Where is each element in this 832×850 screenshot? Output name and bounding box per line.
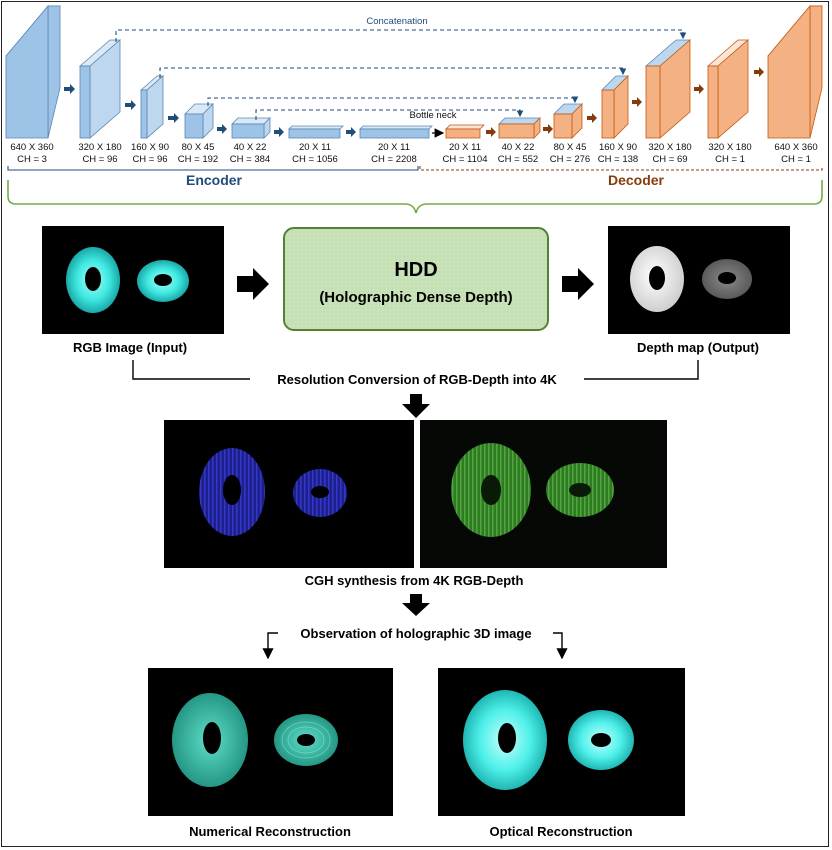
- svg-text:CH = 276: CH = 276: [550, 154, 590, 165]
- rgb-input-image: [42, 226, 224, 334]
- encoder-block-3: [139, 75, 165, 139]
- optical-reconstruction-image: [438, 668, 685, 816]
- network-bracket: [7, 180, 823, 214]
- depth-output-image: [608, 226, 790, 334]
- observation-connector-right: [553, 632, 568, 660]
- svg-text:CH = 1104: CH = 1104: [443, 154, 488, 165]
- arrow-to-hdd: [237, 268, 269, 300]
- svg-text:CH = 192: CH = 192: [178, 154, 218, 165]
- svg-text:320 X 180: 320 X 180: [648, 142, 691, 153]
- concatenation-label: Concatenation: [366, 16, 427, 27]
- cgh-blue-image: [164, 420, 414, 568]
- svg-text:CH = 69: CH = 69: [652, 154, 687, 165]
- decoder-block-4: [601, 75, 629, 139]
- svg-text:CH = 3: CH = 3: [17, 154, 47, 165]
- svg-text:80 X 45: 80 X 45: [554, 142, 587, 153]
- encoder-dimension-labels: 640 X 360 CH = 3 320 X 180 CH = 96 160 X…: [10, 142, 417, 165]
- resolution-connector-right: [584, 360, 699, 380]
- decoder-block-2: [498, 117, 541, 139]
- svg-text:CH = 1: CH = 1: [715, 154, 745, 165]
- encoder-block-7: [359, 125, 433, 139]
- svg-text:320 X 180: 320 X 180: [708, 142, 751, 153]
- numerical-reconstruction-image: [148, 668, 393, 816]
- skip-connections: [115, 29, 687, 120]
- svg-text:160 X 90: 160 X 90: [131, 142, 169, 153]
- observation-connector-left: [262, 632, 278, 660]
- svg-text:CH = 1: CH = 1: [781, 154, 811, 165]
- optical-label: Optical Reconstruction: [489, 824, 632, 839]
- svg-text:80 X 45: 80 X 45: [182, 142, 215, 153]
- encoder-block-2: [78, 39, 122, 139]
- observation-label: Observation of holographic 3D image: [300, 626, 531, 641]
- svg-text:CH = 384: CH = 384: [230, 154, 270, 165]
- hdd-box: [283, 227, 549, 331]
- svg-text:640 X 360: 640 X 360: [10, 142, 53, 153]
- encoder-flow-arrows: [64, 84, 356, 137]
- cgh-label: CGH synthesis from 4K RGB-Depth: [305, 573, 524, 588]
- svg-text:40 X 22: 40 X 22: [234, 142, 267, 153]
- decoder-block-5: [644, 39, 692, 139]
- arrow-to-cgh: [402, 394, 430, 418]
- resolution-conversion-label: Resolution Conversion of RGB-Depth into …: [277, 372, 557, 387]
- cgh-green-image: [420, 420, 667, 568]
- bottleneck-label: Bottle neck: [410, 110, 457, 121]
- encoder-bracket: [7, 166, 419, 171]
- encoder-block-4: [184, 103, 214, 139]
- decoder-flow-arrows: [486, 67, 764, 137]
- arrow-from-hdd: [562, 268, 594, 300]
- encoder-label: Encoder: [186, 172, 243, 188]
- numerical-label: Numerical Reconstruction: [189, 824, 351, 839]
- hdd-subtitle: (Holographic Dense Depth): [319, 289, 512, 306]
- svg-text:CH = 96: CH = 96: [82, 154, 117, 165]
- resolution-connector: [132, 360, 250, 380]
- rgb-input-label: RGB Image (Input): [73, 340, 187, 355]
- svg-text:40 X 22: 40 X 22: [502, 142, 535, 153]
- svg-text:320 X 180: 320 X 180: [78, 142, 121, 153]
- decoder-block-6: [706, 39, 750, 139]
- decoder-bracket: [419, 166, 823, 171]
- svg-text:640 X 360: 640 X 360: [774, 142, 817, 153]
- decoder-block-3: [553, 103, 583, 139]
- svg-text:CH = 2208: CH = 2208: [371, 154, 417, 165]
- svg-text:CH = 552: CH = 552: [498, 154, 538, 165]
- svg-text:160 X 90: 160 X 90: [599, 142, 637, 153]
- svg-text:20 X 11: 20 X 11: [299, 142, 331, 153]
- encoder-block-1: [5, 4, 61, 139]
- arrow-to-observation: [402, 594, 430, 616]
- decoder-block-1: [445, 124, 485, 139]
- svg-text:20 X 11: 20 X 11: [378, 142, 410, 153]
- depth-output-label: Depth map (Output): [637, 340, 759, 355]
- encoder-block-6: [288, 125, 344, 139]
- svg-text:20 X 11: 20 X 11: [449, 142, 481, 153]
- svg-text:CH = 1056: CH = 1056: [292, 154, 338, 165]
- hdd-title: HDD: [394, 259, 437, 281]
- encoder-block-5: [231, 117, 271, 139]
- decoder-label: Decoder: [608, 172, 665, 188]
- svg-text:CH = 138: CH = 138: [598, 154, 638, 165]
- svg-text:CH = 96: CH = 96: [132, 154, 167, 165]
- decoder-dimension-labels: 20 X 11 CH = 1104 40 X 22 CH = 552 80 X …: [443, 142, 818, 165]
- decoder-block-7: [767, 4, 823, 139]
